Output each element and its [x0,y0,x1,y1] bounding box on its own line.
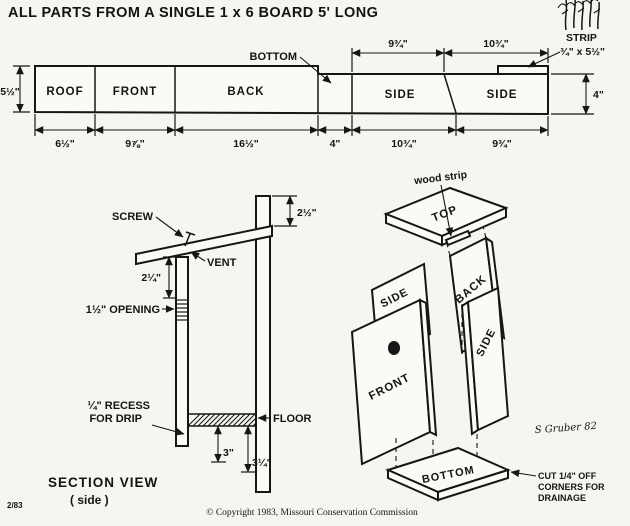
dim-label-roof: 6½" [55,138,75,150]
dim-label-roof-to-back-top: 2½" [297,207,317,219]
section-front-board [175,256,189,447]
dim-label-3q: 3¼" [252,457,272,469]
signature: S Gruber 82 [534,421,597,436]
section-floor-board [187,413,257,427]
piece-label-roof: ROOF [46,86,83,98]
recess-label-line1: ¼" RECESS [87,400,150,412]
dim-label-top2: 10¾" [483,38,508,50]
copyright-line: © Copyright 1983, Missouri Conservation … [206,507,418,518]
vent-label: VENT [207,257,237,269]
strip-callout-line1: STRIP [566,32,597,44]
iso-right-side-board [466,286,510,432]
screw-symbol [184,231,196,247]
section-shapes [135,195,273,493]
dim-height-right: 4" [551,73,604,115]
drainage-note-line2: CORNERS FOR [538,482,605,492]
piece-label-front: FRONT [113,86,158,98]
dim-label-side1: 10¾" [391,138,416,150]
piece-label-side2: SIDE [487,89,518,101]
entrance-hole [388,341,400,355]
dim-roof-to-back-top: 2½" [272,195,317,227]
dim-label-height-left: 5½" [0,86,20,98]
dim-label-height-right: 4" [593,89,604,101]
dim-overhang: 2¼" [141,256,176,299]
iso-wood-strip-piece [444,229,472,247]
drainage-note-line1: CUT 1/4" OFF [538,471,597,481]
section-callouts: SCREW VENT 2½" 2¼" 1½" OPENING ¼" RECESS… [86,195,317,473]
section-roof-board [135,224,273,266]
dim-below-floor-front: 3" [211,425,234,463]
board-shapes [34,65,549,116]
entrance-opening-marks [176,299,188,321]
bottom-callout: BOTTOM [250,51,332,84]
section-view: SCREW VENT 2½" 2¼" 1½" OPENING ¼" RECESS… [48,195,317,507]
date-code: 2/83 [7,501,23,510]
wood-strip-label: wood strip [413,169,468,188]
opening-label: 1½" OPENING [86,304,160,316]
section-view-subtitle: ( side ) [70,493,109,507]
strip-callout-line2: ¾" x 5½" [560,46,605,58]
strip-piece [497,65,549,75]
board-piece-labels: ROOF FRONT BACK SIDE SIDE [46,86,518,101]
section-back-board [255,195,271,493]
dim-label-side2: 9¾" [492,138,512,150]
dim-label-top1: 9¾" [388,38,408,50]
dim-label-front: 9⅞" [125,138,145,150]
floor-label: FLOOR [273,413,312,425]
piece-label-back: BACK [227,86,264,98]
recess-label-line2: FOR DRIP [89,413,142,425]
dim-label-bottom: 4" [330,138,341,150]
screw-label: SCREW [112,211,154,223]
iso-shapes [350,186,511,502]
dims-bottom: 6½" 9⅞" 16½" 4" 10¾" 9¾" [34,114,549,150]
piece-label-side1: SIDE [385,89,416,101]
bottom-callout-label: BOTTOM [250,51,297,63]
board-cutting-diagram: ROOF FRONT BACK SIDE SIDE BOTTOM STRIP ¾… [0,32,605,150]
dim-below-floor-back: 3¼" [241,425,272,473]
dims-top: 9¾" 10¾" [351,38,549,72]
dim-label-back: 16½" [233,138,258,150]
plant-sketch-illustration [557,0,601,31]
section-view-title: SECTION VIEW [48,475,158,490]
dim-height-left: 5½" [0,65,30,113]
dim-label-3: 3" [223,447,234,459]
dim-label-overhang: 2¼" [141,272,161,284]
isometric-view: wood strip TOP BACK SIDE FRONT SIDE BOTT… [350,169,605,503]
drainage-note-line3: DRAINAGE [538,493,586,503]
page-title: ALL PARTS FROM A SINGLE 1 x 6 BOARD 5' L… [8,5,378,21]
diagonal-cut-line [443,73,457,114]
strip-callout: STRIP ¾" x 5½" [527,32,605,68]
drainage-note: CUT 1/4" OFF CORNERS FOR DRAINAGE [510,469,605,503]
